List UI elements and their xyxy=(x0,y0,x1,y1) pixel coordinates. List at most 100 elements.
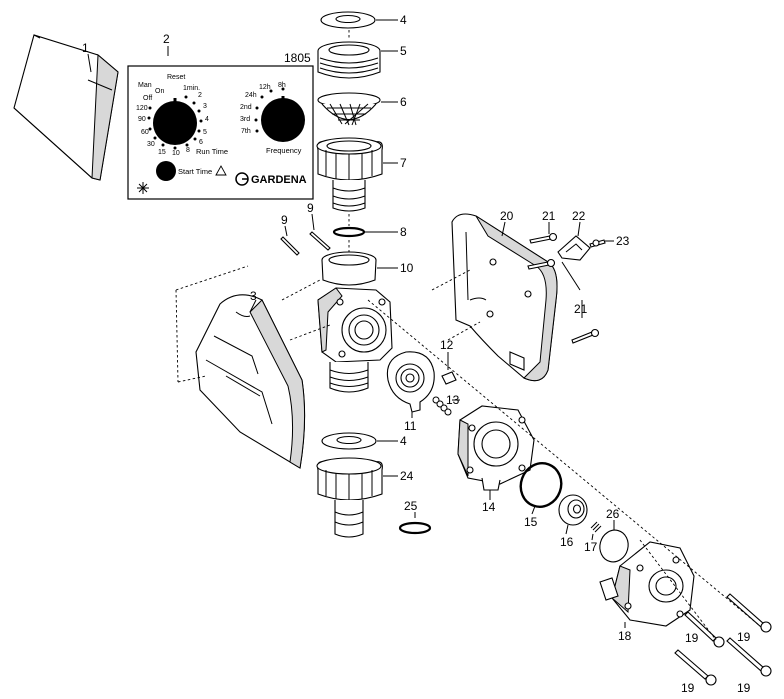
part-10-sleeve xyxy=(321,251,377,286)
part-24-hose-connector xyxy=(316,457,383,538)
part-label-7: 7 xyxy=(400,156,407,170)
dial-mark-90: 90 xyxy=(138,116,146,123)
brand-name: GARDENA xyxy=(251,174,307,186)
freq-mark-3rd: 3rd xyxy=(240,116,250,123)
part-17-spring xyxy=(590,521,602,533)
leader-9a xyxy=(284,225,288,237)
part-label-20: 20 xyxy=(500,209,514,223)
part-label-5: 5 xyxy=(400,44,407,58)
part-3-housing xyxy=(195,294,306,469)
dial-mark-6: 6 xyxy=(199,139,203,146)
snowflake-icon xyxy=(137,182,149,194)
part-1-cover xyxy=(13,34,119,181)
part-label-11: 11 xyxy=(404,419,417,433)
part-2-control-panel: Man On Off 120 90 60 30 15 10 8 6 5 4 3 … xyxy=(127,65,314,200)
leader-17 xyxy=(591,533,594,541)
frequency-dots xyxy=(254,87,285,133)
part-9-pins xyxy=(280,231,331,256)
start-time-button xyxy=(156,161,176,181)
part-16-bushing xyxy=(558,494,588,526)
frequency-label: Frequency xyxy=(266,146,302,155)
part-label-10: 10 xyxy=(400,261,414,275)
part-label-23: 23 xyxy=(616,234,630,248)
part-11-diaphragm xyxy=(386,351,435,413)
model-number: 1805 xyxy=(284,51,311,65)
freq-mark-24h: 24h xyxy=(245,92,257,99)
leader-3 xyxy=(249,299,257,313)
part-8-o-ring xyxy=(332,226,366,238)
part-label-26: 26 xyxy=(606,507,620,521)
part-4-lower-washer xyxy=(321,432,377,450)
part-label-12: 12 xyxy=(440,338,454,352)
dial-mark-2: 2 xyxy=(198,92,202,99)
dial-mark-off: Off xyxy=(143,95,152,102)
dial-mark-120: 120 xyxy=(136,105,148,112)
dial-mark-3: 3 xyxy=(203,103,207,110)
dial-mark-15: 15 xyxy=(158,149,166,156)
part-label-4b: 4 xyxy=(400,434,407,448)
part-14-valve-cover xyxy=(457,405,535,491)
part-label-15: 15 xyxy=(524,515,538,529)
leader-22 xyxy=(577,221,581,237)
part-7-tap-connector xyxy=(316,137,383,212)
run-time-label: Run Time xyxy=(196,147,228,156)
part-label-19b: 19 xyxy=(685,631,699,645)
frequency-dial xyxy=(261,98,305,142)
leader-9b xyxy=(311,213,315,231)
part-label-17: 17 xyxy=(584,540,598,554)
part-20-rear-cover xyxy=(451,213,558,382)
part-label-24: 24 xyxy=(400,469,414,483)
valve-body xyxy=(317,287,393,393)
leader-16 xyxy=(565,524,569,535)
part-label-19c: 19 xyxy=(681,681,695,695)
dial-mark-on: On xyxy=(155,88,164,95)
part-label-3: 3 xyxy=(250,289,257,303)
frequency-pointer xyxy=(281,96,285,110)
part-label-21a: 21 xyxy=(542,209,556,223)
part-label-2: 2 xyxy=(163,32,170,46)
part-13-spring xyxy=(432,396,452,416)
start-time-label: Start Time xyxy=(178,167,212,176)
part-label-9a: 9 xyxy=(281,213,288,227)
part-5-threaded-adapter xyxy=(317,41,381,79)
leader-20 xyxy=(501,221,506,237)
freq-mark-8h: 8h xyxy=(278,82,286,89)
run-time-dots xyxy=(147,95,203,150)
part-label-19a: 19 xyxy=(737,630,751,644)
part-12-plug xyxy=(441,371,457,385)
part-22-bracket xyxy=(557,235,591,261)
part-label-13: 13 xyxy=(446,393,460,407)
part-23-screw xyxy=(589,239,606,248)
dial-mark-reset: Reset xyxy=(167,74,185,81)
part-label-18: 18 xyxy=(618,629,632,643)
part-label-16: 16 xyxy=(560,535,574,549)
leader-1 xyxy=(87,53,92,73)
part-label-19d: 19 xyxy=(737,681,751,695)
part-19-screws xyxy=(674,593,772,686)
dial-mark-5: 5 xyxy=(203,129,207,136)
freq-mark-7th: 7th xyxy=(241,128,251,135)
part-label-22: 22 xyxy=(572,209,586,223)
part-21-screws xyxy=(527,232,600,344)
freq-mark-2nd: 2nd xyxy=(240,104,252,111)
dial-mark-10: 10 xyxy=(172,150,180,157)
part-label-4a: 4 xyxy=(400,13,407,27)
leader-15 xyxy=(531,505,536,515)
dial-mark-8: 8 xyxy=(186,147,190,154)
dial-mark-1min: 1min. xyxy=(183,85,200,92)
part-label-14: 14 xyxy=(482,500,496,514)
part-label-21b: 21 xyxy=(574,302,588,316)
part-label-8: 8 xyxy=(400,225,407,239)
part-6-filter xyxy=(317,92,381,126)
part-label-6: 6 xyxy=(400,95,407,109)
start-time-triangle-icon xyxy=(215,165,227,176)
part-18-actuator xyxy=(599,541,695,627)
part-15-large-o-ring xyxy=(519,462,563,508)
part-label-9b: 9 xyxy=(307,201,314,215)
run-time-dial xyxy=(153,101,197,145)
part-25-o-ring xyxy=(398,521,432,535)
dial-mark-man: Man xyxy=(138,82,152,89)
dial-mark-60: 60 xyxy=(141,129,149,136)
part-label-1: 1 xyxy=(82,41,89,55)
